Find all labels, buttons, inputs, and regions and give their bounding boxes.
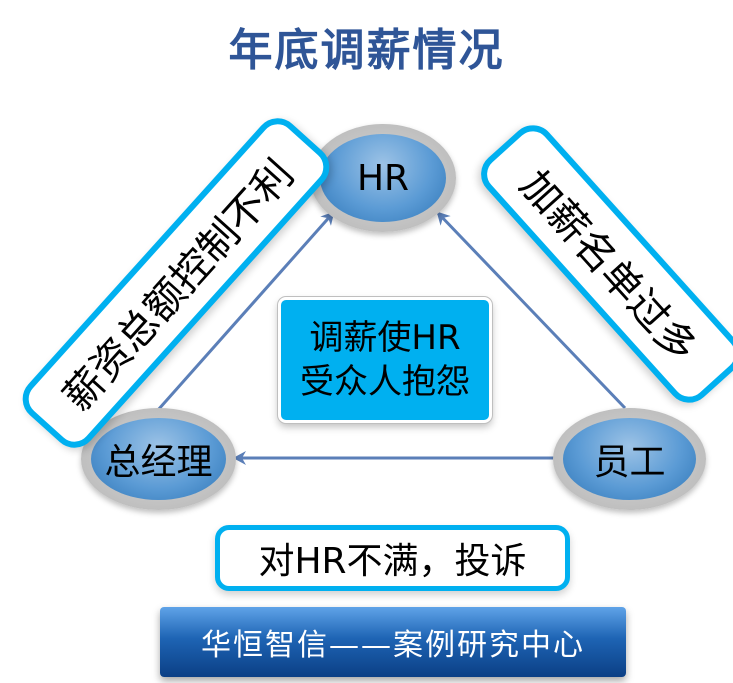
manager-node: 总经理 [81,408,236,510]
arrow-employee-to-hr [436,211,627,410]
center-message-box: 调薪使HR 受众人抱怨 [278,297,492,423]
footer-banner: 华恒智信——案例研究中心 [160,607,626,677]
employee-node: 员工 [553,408,706,510]
center-message-line2: 受众人抱怨 [300,362,470,402]
page-title: 年底调薪情况 [228,25,505,76]
center-message-line1: 调薪使HR [309,318,461,358]
hr-node: HR [310,124,456,232]
arrow-manager-to-hr [156,211,335,411]
employee-node-label: 员工 [563,418,696,500]
hr-node-label: HR [320,134,446,222]
bottom-issue-label: 对HR不满，投诉 [215,525,570,591]
manager-node-label: 总经理 [91,418,226,500]
